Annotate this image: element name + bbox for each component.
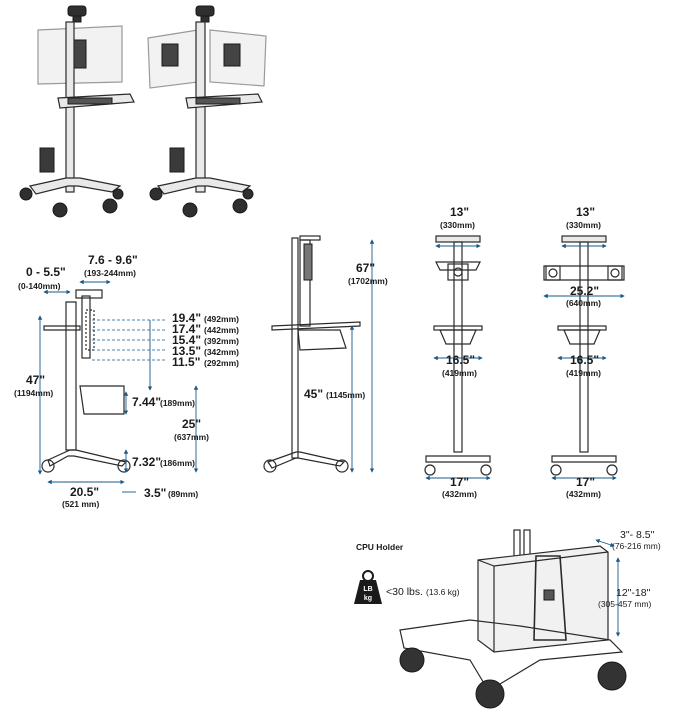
cpu-gap-dim-mm: (189mm): [160, 398, 195, 408]
worksurface-height-dim-mm: (637mm): [174, 432, 209, 442]
monitor-height-3-mm: (392mm): [204, 336, 239, 346]
weight-limit: <30 lbs.: [386, 586, 423, 598]
front-dual-drawing: [543, 235, 625, 481]
cpu-holder-drawing: [399, 529, 627, 709]
weight-icon: LB kg: [354, 570, 382, 604]
base-depth-dim-mm: (521 mm): [62, 499, 99, 509]
single-tray-width-dim: 16.5": [446, 353, 475, 367]
base-depth-dim: 20.5": [70, 485, 99, 499]
dual-top-width-dim: 13": [576, 205, 595, 219]
overall-height-dim-mm: (1194mm): [14, 388, 53, 398]
monitor-height-2: 17.4": [172, 322, 201, 336]
single-base-width-dim: 17": [450, 475, 469, 489]
base-clearance-dim: 7.32": [132, 455, 161, 469]
worksurface-height-dim: 25": [182, 417, 201, 431]
single-top-width-dim: 13": [450, 205, 469, 219]
caster-offset-dim: 3.5": [144, 486, 166, 500]
dual-top-width-dim-mm: (330mm): [566, 220, 601, 230]
work-height-dim-mm: (1145mm): [326, 390, 365, 400]
monitor-height-1-mm: (492mm): [204, 314, 239, 324]
cpu-height-dim-mm: (305-457 mm): [598, 599, 652, 609]
monitor-height-4-mm: (342mm): [204, 347, 239, 357]
single-tray-width-dim-mm: (419mm): [442, 368, 477, 378]
cpu-holder-title: CPU Holder: [356, 542, 404, 552]
dual-base-width-dim: 17": [576, 475, 595, 489]
dual-monitor-cart-photo: [147, 5, 267, 218]
side-view-drawing: [37, 279, 199, 493]
monitor-height-4: 13.5": [172, 344, 201, 358]
overall-height-dim: 47": [26, 373, 45, 387]
monitor-offset-dim-mm: (0-140mm): [18, 281, 61, 291]
keyboard-reach-dim-mm: (193-244mm): [84, 268, 136, 278]
dual-tray-width-dim: 16.5": [570, 353, 599, 367]
monitor-offset-dim: 0 - 5.5": [26, 265, 66, 279]
cpu-width-dim-mm: (76-216 mm): [612, 541, 661, 551]
weight-icon-kg: kg: [364, 595, 372, 602]
max-height-dim: 67": [356, 261, 375, 275]
monitor-height-2-mm: (442mm): [204, 325, 239, 335]
monitor-height-dims: 19.4" (492mm) 17.4" (442mm) 15.4" (392mm…: [172, 311, 239, 369]
monitor-height-3: 15.4": [172, 333, 201, 347]
weight-icon-lb: LB: [363, 586, 372, 593]
cpu-height-dim: 12"-18": [616, 587, 651, 599]
dual-width-dim: 25.2": [570, 284, 599, 298]
weight-limit-kg: (13.6 kg): [426, 587, 460, 597]
single-top-width-dim-mm: (330mm): [440, 220, 475, 230]
work-height-dim: 45": [304, 387, 323, 401]
dual-tray-width-dim-mm: (419mm): [566, 368, 601, 378]
monitor-height-5: 11.5": [172, 355, 200, 369]
monitor-height-1: 19.4": [172, 311, 201, 325]
single-monitor-cart-photo: [19, 5, 135, 218]
dual-width-dim-mm: (640mm): [566, 298, 601, 308]
base-clearance-dim-mm: (186mm): [160, 458, 195, 468]
dual-base-width-dim-mm: (432mm): [566, 489, 601, 499]
monitor-height-5-mm: (292mm): [204, 358, 239, 368]
caster-offset-dim-mm: (89mm): [168, 489, 198, 499]
keyboard-reach-dim: 7.6 - 9.6": [88, 253, 138, 267]
front-single-drawing: [424, 235, 492, 481]
max-height-dim-mm: (1702mm): [348, 276, 388, 286]
single-base-width-dim-mm: (432mm): [442, 489, 477, 499]
profile-view-drawing: [263, 235, 375, 473]
cpu-gap-dim: 7.44": [132, 395, 161, 409]
cpu-width-dim: 3"- 8.5": [620, 529, 655, 541]
